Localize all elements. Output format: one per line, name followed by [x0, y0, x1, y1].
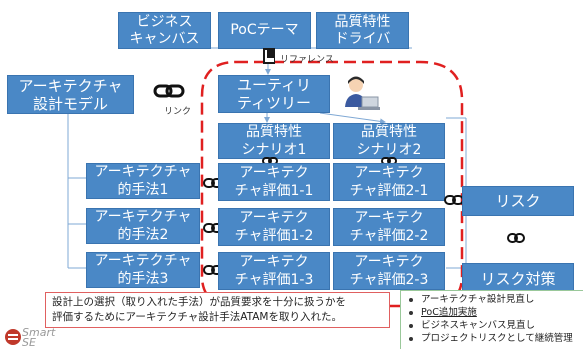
logo-line2: SE [22, 336, 36, 349]
reference-label: リファレンス [280, 55, 334, 65]
architecture-model-box: アーキテクチャ 設計モデル [7, 75, 134, 114]
note-text: 設計上の選択（取り入れた手法）が品質要求を十分に扱うかを 評価するためにアーキテ… [52, 296, 346, 323]
quality-scenario-1-box: 品質特性 シナリオ1 [218, 123, 330, 159]
evaluation-2-3-box: アーキテク チャ評価2-3 [333, 252, 445, 290]
evaluation-1-3-box: アーキテク チャ評価1-3 [218, 252, 330, 290]
evaluation-2-2-box: アーキテク チャ評価2-2 [333, 208, 445, 246]
poc-theme-box: PoCテーマ [218, 12, 311, 49]
business-canvas-box: ビジネス キャンバス [118, 12, 211, 49]
quality-scenario-2-box: 品質特性 シナリオ2 [333, 123, 445, 159]
utility-tree-box: ユーティリ ティツリー [218, 75, 330, 113]
risk-response-box: リスク対策 [462, 263, 574, 295]
evaluation-1-2-box: アーキテク チャ評価1-2 [218, 208, 330, 246]
architecture-method-2-box: アーキテクチャ 的手法2 [86, 208, 200, 244]
list-item: ビジネスキャンバス見直し [407, 319, 583, 332]
evaluation-2-1-box: アーキテク チャ評価2-1 [333, 163, 445, 201]
link-chain-icon [444, 195, 464, 205]
evaluation-1-1-box: アーキテク チャ評価1-1 [218, 163, 330, 201]
quality-driver-box: 品質特性 ドライバ [316, 12, 409, 49]
person-laptop-icon [345, 76, 380, 110]
link-chain-icon [153, 84, 185, 98]
link-chain-icon [507, 233, 525, 243]
list-item: アーキテクチャ設計見直し [407, 293, 583, 306]
smartse-logo-icon [5, 329, 21, 345]
countermeasure-list: アーキテクチャ設計見直し PoC追加実施 ビジネスキャンバス見直し プロジェクト… [400, 290, 583, 349]
list-item: PoC追加実施 [407, 306, 583, 319]
note-box: 設計上の選択（取り入れた手法）が品質要求を十分に扱うかを 評価するためにアーキテ… [45, 292, 390, 328]
architecture-method-3-box: アーキテクチャ 的手法3 [86, 252, 200, 288]
logo-line1: Smart [22, 326, 56, 339]
link-label: リンク [164, 107, 192, 117]
architecture-method-1-box: アーキテクチャ 的手法1 [86, 163, 200, 199]
list-item: プロジェクトリスクとして継続管理 [407, 332, 583, 345]
book-icon [263, 48, 275, 64]
risk-box: リスク [462, 186, 574, 216]
logo-text: Smart SE [22, 326, 56, 349]
